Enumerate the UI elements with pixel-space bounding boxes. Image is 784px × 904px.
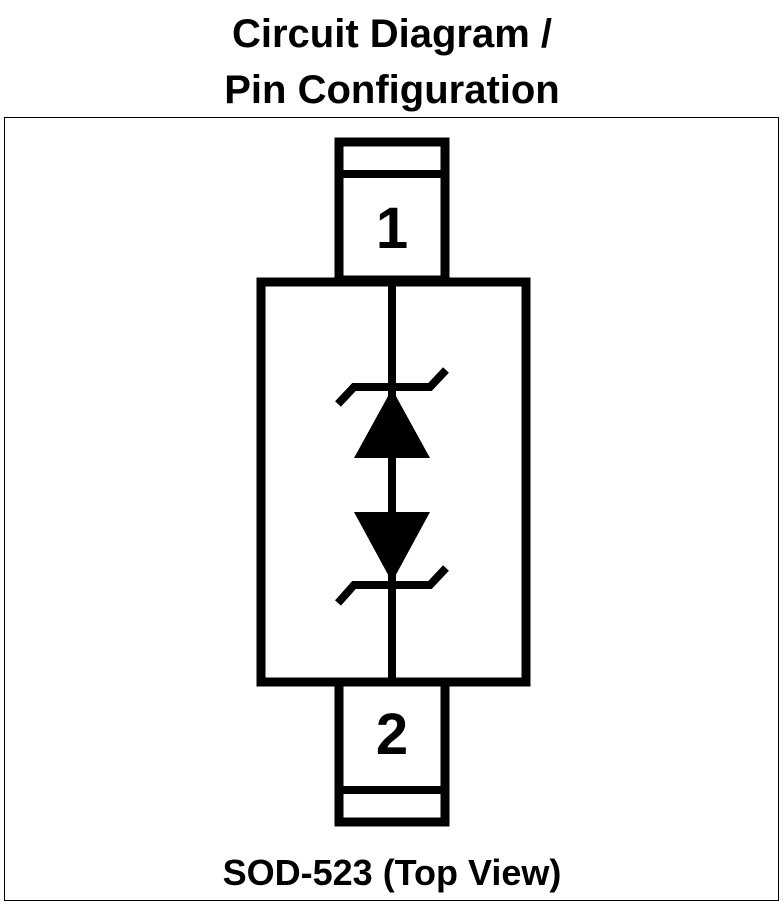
diagram-title: Circuit Diagram / Pin Configuration: [0, 6, 784, 118]
title-line-2: Pin Configuration: [224, 68, 560, 112]
title-line-1: Circuit Diagram /: [231, 12, 553, 56]
pin-1-label: 1: [375, 196, 409, 261]
diagram-frame: [4, 117, 779, 901]
bidirectional-tvs-diode-icon: [335, 282, 449, 682]
package-caption: SOD-523 (Top View): [222, 852, 562, 893]
pin-2-label: 2: [375, 702, 409, 767]
